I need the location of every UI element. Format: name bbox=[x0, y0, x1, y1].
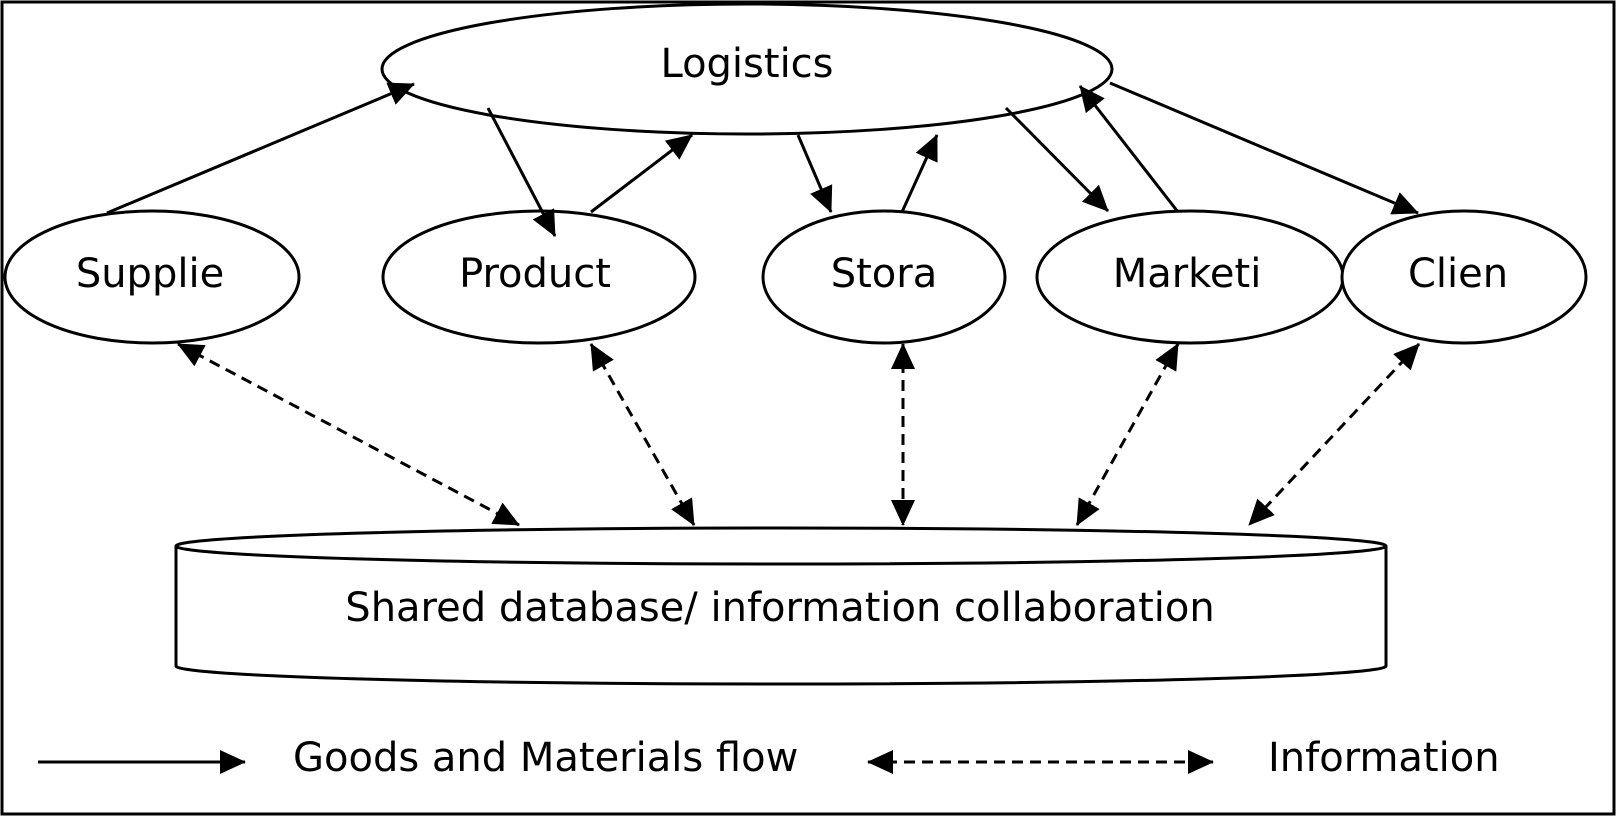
info-arrow-marketing-database bbox=[1075, 343, 1180, 526]
client-label: Clien bbox=[1408, 251, 1508, 297]
logistics-label: Logistics bbox=[660, 41, 833, 87]
info-arrow-production-database bbox=[589, 343, 696, 526]
info-arrow-supplier-database bbox=[177, 342, 520, 527]
legend: Goods and Materials flow Information bbox=[38, 735, 1500, 781]
shared-database: Shared database/ information collaborati… bbox=[174, 526, 1388, 686]
flow-arrow-logistics-to-production bbox=[486, 107, 557, 237]
flow-arrow-production-to-logistics bbox=[590, 133, 693, 214]
flow-arrow-logistics-to-client bbox=[1109, 81, 1419, 215]
storage-label: Stora bbox=[831, 251, 938, 297]
production-node: Product bbox=[381, 209, 697, 345]
legend-goods-label: Goods and Materials flow bbox=[293, 735, 798, 781]
legend-information-label: Information bbox=[1268, 735, 1500, 781]
client-node: Clien bbox=[1340, 209, 1588, 345]
supplier-node: Supplie bbox=[3, 209, 301, 345]
supplier-label: Supplie bbox=[76, 251, 224, 297]
flow-arrow-storage-to-logistics bbox=[900, 134, 939, 213]
database-label: Shared database/ information collaborati… bbox=[345, 585, 1214, 631]
storage-node: Stora bbox=[761, 209, 1007, 345]
flow-arrow-marketing-to-logistics bbox=[1078, 85, 1180, 213]
flow-arrow-logistics-to-marketing bbox=[1004, 106, 1110, 213]
logistics-node: Logistics bbox=[380, 2, 1114, 136]
goods-flow-arrows bbox=[106, 81, 1419, 237]
flow-arrow-supplier-to-logistics bbox=[106, 82, 415, 215]
flow-arrow-logistics-to-storage bbox=[796, 134, 833, 213]
production-label: Product bbox=[459, 251, 611, 297]
marketing-node: Marketi bbox=[1035, 209, 1345, 345]
marketing-label: Marketi bbox=[1113, 251, 1262, 297]
information-arrows bbox=[177, 342, 1421, 527]
info-arrow-client-database bbox=[1247, 342, 1421, 527]
